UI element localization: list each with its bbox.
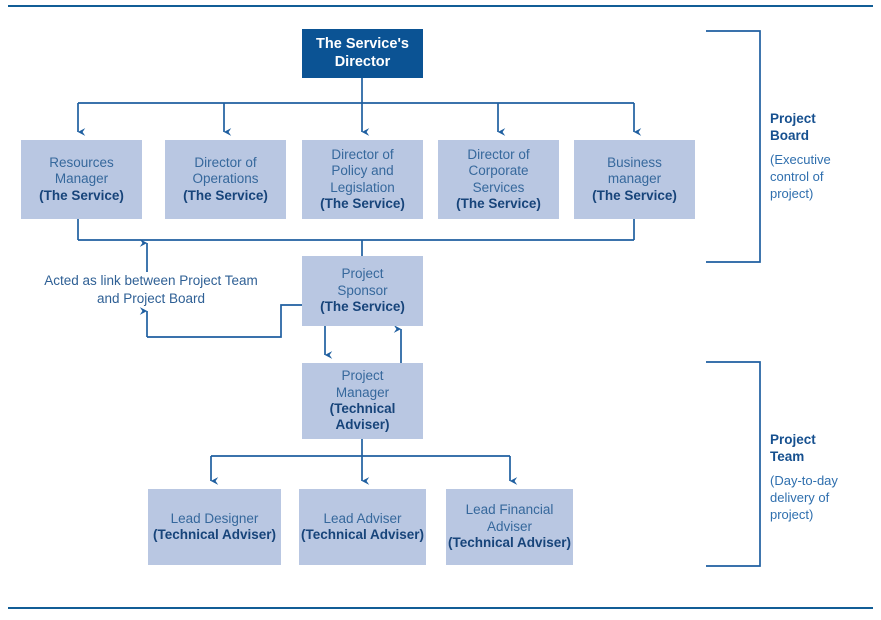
node-line-2: Operations bbox=[192, 171, 259, 187]
node-directors-director[interactable]: The Service's Director bbox=[302, 29, 423, 78]
annotation-link-note: Acted as link between Project Team and P… bbox=[44, 273, 258, 306]
bottom-divider-rule bbox=[8, 607, 873, 609]
node-line-2: Adviser bbox=[486, 518, 532, 534]
node-line-1: Project bbox=[341, 368, 384, 384]
node-org: (Technical Adviser) bbox=[300, 527, 425, 542]
node-lead-designer[interactable]: Lead Designer (Technical Adviser) bbox=[148, 489, 281, 565]
node-org: (The Service) bbox=[592, 187, 677, 203]
node-director-policy-legislation[interactable]: Director of Policy and Legislation (The … bbox=[302, 140, 423, 219]
node-org: (The Service) bbox=[183, 187, 268, 203]
node-org: (The Service) bbox=[320, 195, 405, 211]
node-lead-financial-adviser[interactable]: Lead Financial Adviser (Technical Advise… bbox=[446, 489, 573, 565]
side-label-project-board: Project Board (Executive control of proj… bbox=[770, 111, 874, 202]
node-org: (The Service) bbox=[39, 187, 124, 203]
node-line-1: Lead Adviser bbox=[323, 510, 402, 526]
node-line-1: Director of bbox=[467, 146, 530, 162]
node-line-1: Lead Financial bbox=[465, 502, 554, 518]
node-director-corporate-services[interactable]: Director of Corporate Services (The Serv… bbox=[438, 140, 559, 219]
node-business-manager[interactable]: Business manager (The Service) bbox=[574, 140, 695, 219]
node-line-2: Director bbox=[334, 53, 391, 70]
node-line-2: manager bbox=[607, 171, 662, 187]
top-divider-rule bbox=[8, 5, 873, 7]
node-org-2: Adviser) bbox=[335, 417, 390, 433]
side-label-project-team: Project Team (Day-to-day delivery of pro… bbox=[770, 432, 874, 523]
node-line-1: The Service's bbox=[316, 35, 409, 52]
node-director-operations[interactable]: Director of Operations (The Service) bbox=[165, 140, 286, 219]
side-label-title: Project Board bbox=[770, 111, 816, 143]
node-line-2: Policy and bbox=[331, 163, 394, 179]
node-line-3: Legislation bbox=[330, 179, 395, 195]
node-line-2: Manager bbox=[54, 171, 109, 187]
node-line-1: Business bbox=[607, 154, 662, 170]
node-resources-manager[interactable]: Resources Manager (The Service) bbox=[21, 140, 142, 219]
side-label-title: Project Team bbox=[770, 432, 816, 464]
node-org: (Technical Adviser) bbox=[447, 535, 572, 551]
node-org: (Technical Adviser) bbox=[152, 527, 277, 542]
node-line-1: Director of bbox=[331, 146, 394, 162]
node-line-1: Lead Designer bbox=[170, 510, 259, 526]
node-line-2: Sponsor bbox=[337, 282, 388, 298]
node-org-1: (Technical bbox=[329, 401, 396, 416]
node-line-2: Corporate bbox=[468, 163, 529, 179]
node-line-2: Manager bbox=[335, 384, 390, 400]
node-line-1: Project bbox=[341, 266, 384, 282]
node-line-3: Services bbox=[472, 179, 525, 195]
node-org: (The Service) bbox=[320, 299, 405, 315]
node-project-manager[interactable]: Project Manager (Technical Adviser) bbox=[302, 363, 423, 439]
side-label-subtitle: (Executive control of project) bbox=[770, 151, 831, 201]
node-org: (The Service) bbox=[456, 195, 541, 211]
side-label-subtitle: (Day-to-day delivery of project) bbox=[770, 472, 838, 522]
node-lead-adviser[interactable]: Lead Adviser (Technical Adviser) bbox=[299, 489, 426, 565]
node-line-1: Resources bbox=[49, 154, 114, 170]
node-line-1: Director of bbox=[194, 154, 257, 170]
node-project-sponsor[interactable]: Project Sponsor (The Service) bbox=[302, 256, 423, 326]
